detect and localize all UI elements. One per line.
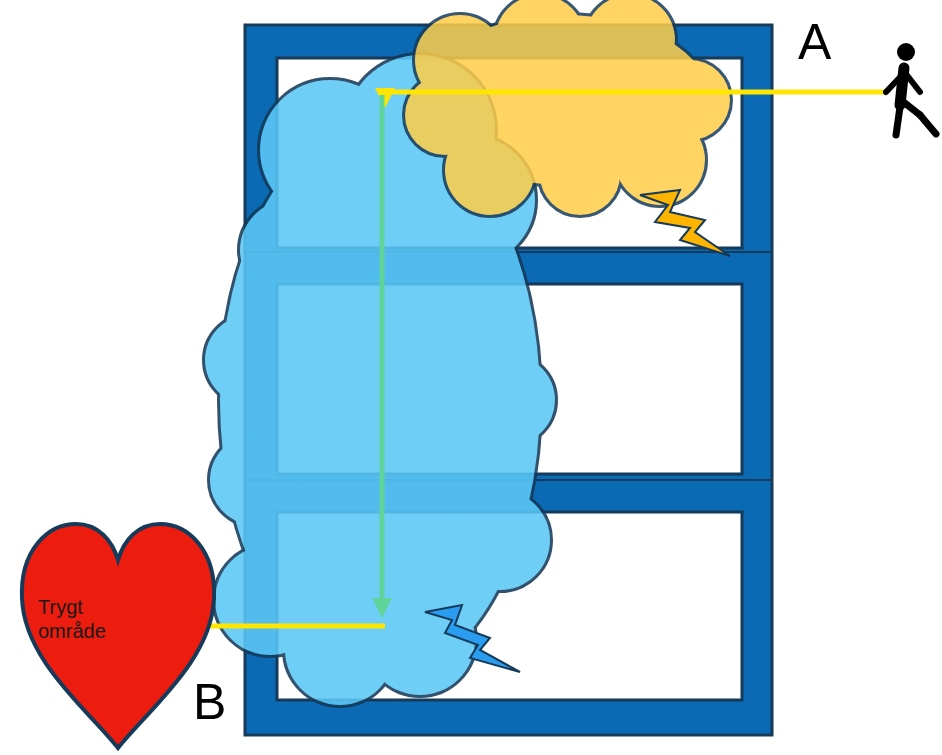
safe-area-heart: Trygt område <box>18 520 218 752</box>
smoke-cloud <box>205 55 555 705</box>
node-text: Trygt område <box>38 595 143 643</box>
point-label: B <box>193 674 226 730</box>
escape-route <box>380 95 385 610</box>
lightning-symbol <box>640 190 730 256</box>
fire-cloud <box>405 0 730 215</box>
person-icon <box>886 43 936 135</box>
lightning-symbol <box>425 605 520 672</box>
point-label: A <box>798 14 831 70</box>
escape-route <box>385 92 885 100</box>
